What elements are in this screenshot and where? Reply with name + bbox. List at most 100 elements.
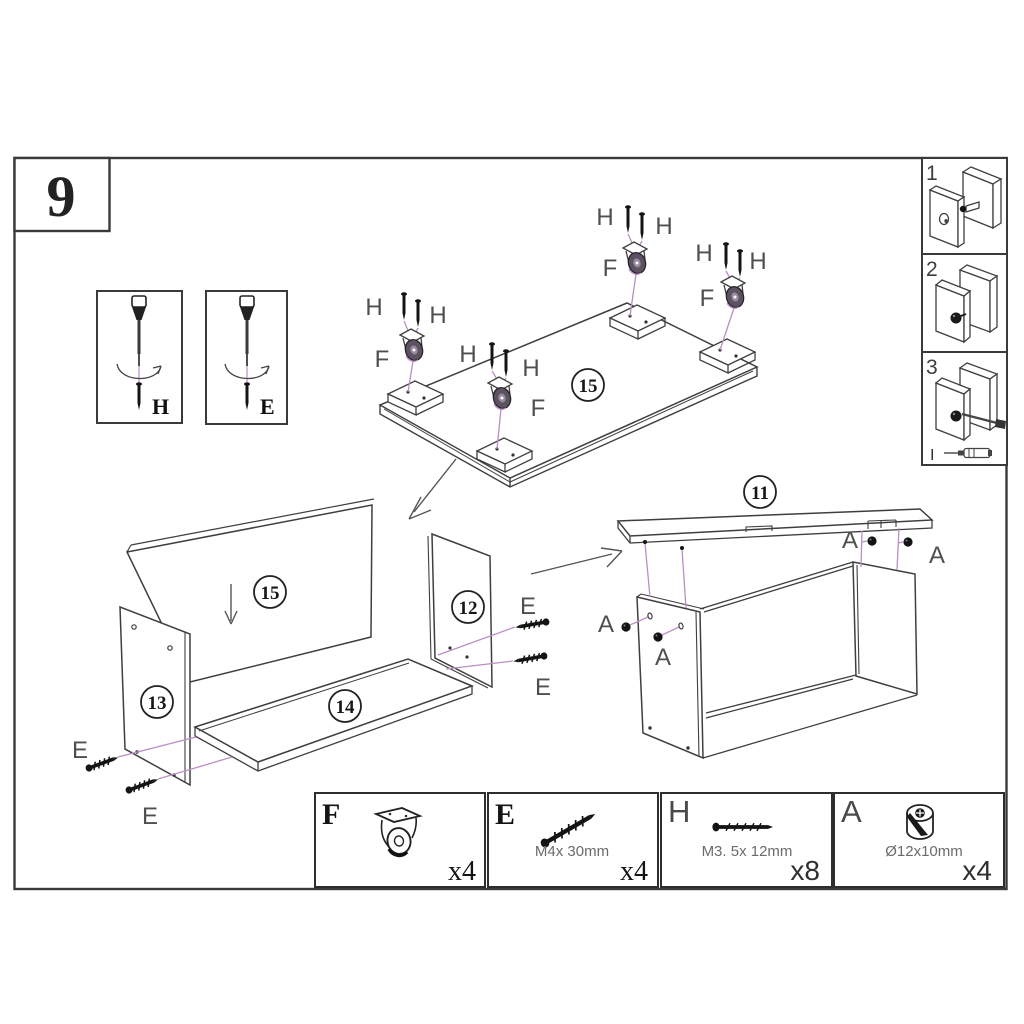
label-a: A: [655, 644, 671, 671]
box-right-panel: [852, 561, 918, 696]
dowel-screw: [680, 546, 684, 550]
screw-icon: [712, 822, 773, 832]
top-panel-11-notch: [745, 525, 773, 532]
insert-arrow-down-icon: [224, 584, 238, 625]
part-balloon-14: [328, 689, 362, 723]
part-balloon-11: [743, 475, 777, 509]
part-balloon-12: [451, 590, 485, 624]
screw-hole: [448, 646, 452, 650]
cam-lock-icon: [867, 536, 877, 546]
tool-screw-label-h: H: [152, 394, 169, 419]
screw-h: [625, 205, 631, 233]
caster-icon: [373, 807, 423, 858]
top-assembly-panel-15: H H F H H F H H F H H F 15: [365, 204, 767, 488]
screw-icon: [540, 814, 596, 848]
tool-label-i: I: [930, 447, 934, 464]
label-e: E: [535, 674, 551, 701]
screw-h: [639, 212, 645, 240]
screw-e: [83, 753, 121, 774]
cam-lock-icon: [653, 632, 663, 642]
side-step-3-number: 3: [926, 356, 938, 379]
screw-e: [512, 650, 549, 666]
part-balloon-15: [571, 368, 605, 402]
screw-hole: [465, 655, 469, 659]
part-number-14: 14: [336, 697, 356, 718]
legend-a-key: A: [841, 794, 862, 829]
label-a: A: [842, 527, 858, 554]
legend-h-key: H: [668, 794, 690, 829]
step-3-tool-row: I: [930, 447, 992, 464]
legend-a-qty: x4: [962, 855, 992, 886]
rotate-arrow-head: [152, 365, 162, 375]
label-a: A: [598, 611, 614, 638]
part-number-12: 12: [459, 598, 478, 619]
side-step-2-number: 2: [926, 258, 938, 281]
part-balloon-13: [140, 685, 174, 719]
page-frame: [13, 156, 1008, 891]
step-number: 9: [47, 164, 76, 229]
part-number-15: 15: [261, 583, 280, 604]
tool-box-h: H: [96, 290, 183, 424]
step-3-art: [934, 362, 1006, 442]
screw-e: [123, 775, 161, 796]
box-left-panel-edge: [636, 593, 705, 758]
box-bottom-edges: [702, 674, 918, 759]
screw-hole: [648, 726, 652, 730]
cam-hole: [647, 612, 653, 620]
label-e: E: [142, 803, 158, 830]
label-f: F: [531, 395, 546, 422]
label-h: H: [695, 240, 712, 267]
top-panel-11-slots: [867, 519, 897, 529]
back-panel-15-edge: [126, 498, 375, 553]
cam-lock-icon: [906, 804, 934, 840]
legend-e-key: E: [495, 798, 515, 831]
legend-h-spec: M3. 5x 12mm: [702, 843, 793, 860]
box-left-panel: [636, 596, 704, 760]
label-h: H: [429, 302, 446, 329]
rotate-arrow-head: [260, 365, 270, 375]
legend-f-qty: x4: [448, 856, 476, 887]
legend-e-qty: x4: [620, 856, 648, 887]
screw-h: [737, 249, 743, 277]
screw-h: [415, 299, 421, 327]
legend-f-key: F: [322, 798, 340, 831]
cam-lock-icon: [621, 622, 631, 632]
label-f: F: [375, 346, 390, 373]
top-panel-11-thickness: [617, 520, 933, 544]
legend-cell-h: [660, 792, 833, 888]
screw-h: [401, 292, 407, 320]
screwdriver-icon: [239, 295, 255, 382]
label-h: H: [522, 355, 539, 382]
step-2-art: [934, 264, 999, 344]
screwdriver-icon: [944, 447, 992, 459]
part-number-11: 11: [751, 483, 769, 504]
right-assembly: 11 A A A A: [598, 475, 945, 760]
part-number-13: 13: [148, 693, 167, 714]
alignment-guides: [117, 626, 516, 780]
tool-box-e: E: [205, 290, 288, 425]
box-right-panel-edge: [856, 564, 860, 675]
legend-cell-e: [487, 792, 659, 888]
label-h: H: [749, 248, 766, 275]
sidebar-steps: 1 2 3: [921, 157, 1008, 466]
screw-hole: [686, 746, 690, 750]
shelf-panel-14-thickness: [194, 686, 473, 772]
flow-arrow-down-icon: [408, 458, 457, 520]
label-e: E: [72, 737, 88, 764]
cam-hole: [167, 645, 173, 651]
part-number-15: 15: [579, 376, 598, 397]
screwdriver-icon: [131, 295, 147, 382]
caster-icon: [399, 328, 426, 363]
panel-15-thickness: [379, 367, 758, 488]
step-number-box: [13, 156, 111, 233]
dowel-screw: [643, 540, 647, 544]
label-h: H: [655, 213, 672, 240]
cam-hole: [678, 622, 684, 630]
panel-15-edge-line: [383, 370, 754, 483]
flow-arrow-right-icon: [530, 547, 623, 575]
part-balloon-15: [253, 575, 287, 609]
alignment-guides: [629, 527, 904, 636]
shelf-panel-14-edge: [198, 662, 410, 732]
